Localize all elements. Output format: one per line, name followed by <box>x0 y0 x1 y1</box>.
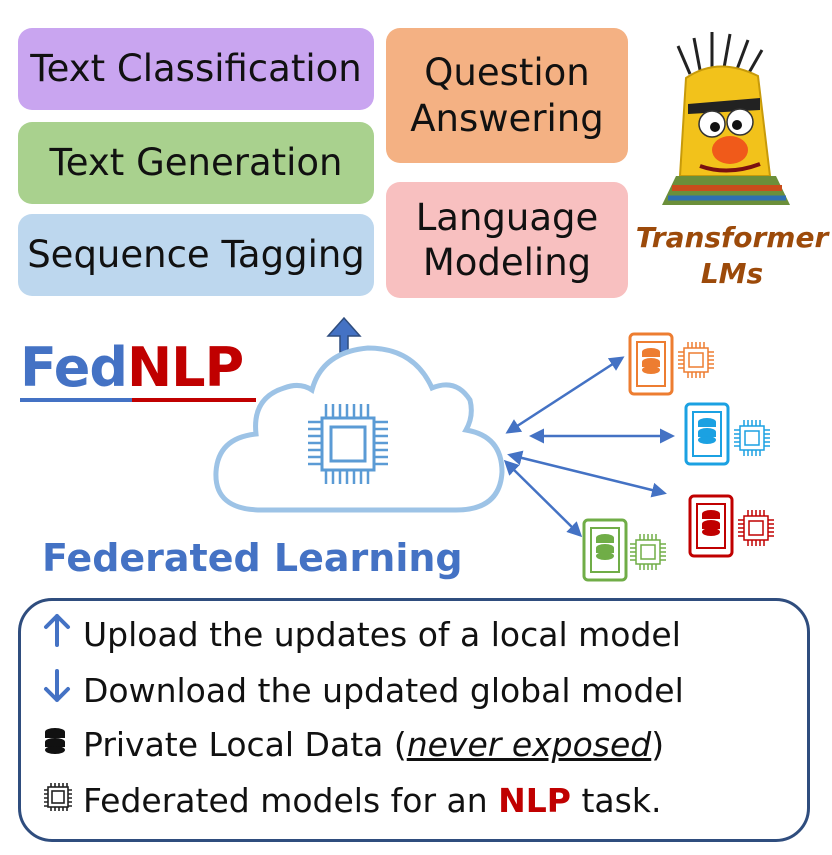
down-arrow-icon <box>43 669 83 711</box>
red-database-icon <box>702 510 720 536</box>
cyan-chip-icon <box>734 420 770 456</box>
legend-upload-row: Upload the updates of a local model <box>43 613 681 655</box>
logo-fed: Fed <box>20 336 128 399</box>
question-answering-label: Question Answering <box>410 51 604 140</box>
legend-upload-text: Upload the updates of a local model <box>83 614 681 654</box>
legend-box: Upload the updates of a local model Down… <box>18 598 810 842</box>
cloud-icon <box>213 345 505 513</box>
text-classification-label: Text Classification <box>30 47 362 91</box>
legend-download-row: Download the updated global model <box>43 669 684 711</box>
federated-learning-title: Federated Learning <box>42 536 463 580</box>
red-chip-icon <box>738 510 774 546</box>
text-generation-label: Text Generation <box>49 141 343 185</box>
orange-database-icon <box>642 348 660 374</box>
server-chip-icon <box>308 404 388 484</box>
language-modeling-box: Language Modeling <box>386 182 628 298</box>
language-modeling-label: Language Modeling <box>415 195 599 284</box>
green-database-icon <box>596 534 614 560</box>
chip-icon <box>43 781 83 820</box>
bert-character <box>662 32 790 205</box>
up-arrow-icon <box>43 613 83 655</box>
legend-nlp-word: NLP <box>498 781 571 820</box>
legend-federated-row: Federated models for an NLP task. <box>43 781 661 820</box>
question-answering-box: Question Answering <box>386 28 628 163</box>
legend-federated-prefix: Federated models for an <box>83 781 499 820</box>
orange-phone-icon <box>628 332 674 396</box>
red-phone-icon <box>688 494 734 558</box>
logo-underline-blue <box>20 398 132 402</box>
cyan-phone-icon <box>684 402 730 466</box>
orange-chip-icon <box>678 342 714 378</box>
legend-private-prefix: Private Local Data ( <box>83 725 407 764</box>
green-chip-icon <box>630 534 666 570</box>
text-classification-box: Text Classification <box>18 28 374 110</box>
lms-label: LMs <box>700 257 764 291</box>
transformer-lms-caption: Transformer LMs <box>634 220 830 293</box>
logo-underline-red <box>132 398 256 402</box>
database-icon <box>43 725 83 764</box>
sequence-tagging-box: Sequence Tagging <box>18 214 374 296</box>
legend-download-text: Download the updated global model <box>83 670 684 710</box>
sequence-tagging-label: Sequence Tagging <box>27 233 365 277</box>
fednlp-logo: FedNLP <box>20 336 244 399</box>
communication-arrows <box>503 356 675 538</box>
legend-federated-suffix: task. <box>570 781 662 820</box>
transformer-label: Transformer <box>635 221 829 254</box>
text-generation-box: Text Generation <box>18 122 374 204</box>
legend-private-row: Private Local Data (never exposed) <box>43 725 664 764</box>
legend-private-suffix: ) <box>651 725 665 764</box>
cyan-database-icon <box>698 418 716 444</box>
legend-private-emphasis: never exposed <box>406 725 652 764</box>
green-phone-icon <box>582 518 628 582</box>
logo-nlp: NLP <box>126 336 244 399</box>
upload-arrow-icon <box>326 316 362 353</box>
